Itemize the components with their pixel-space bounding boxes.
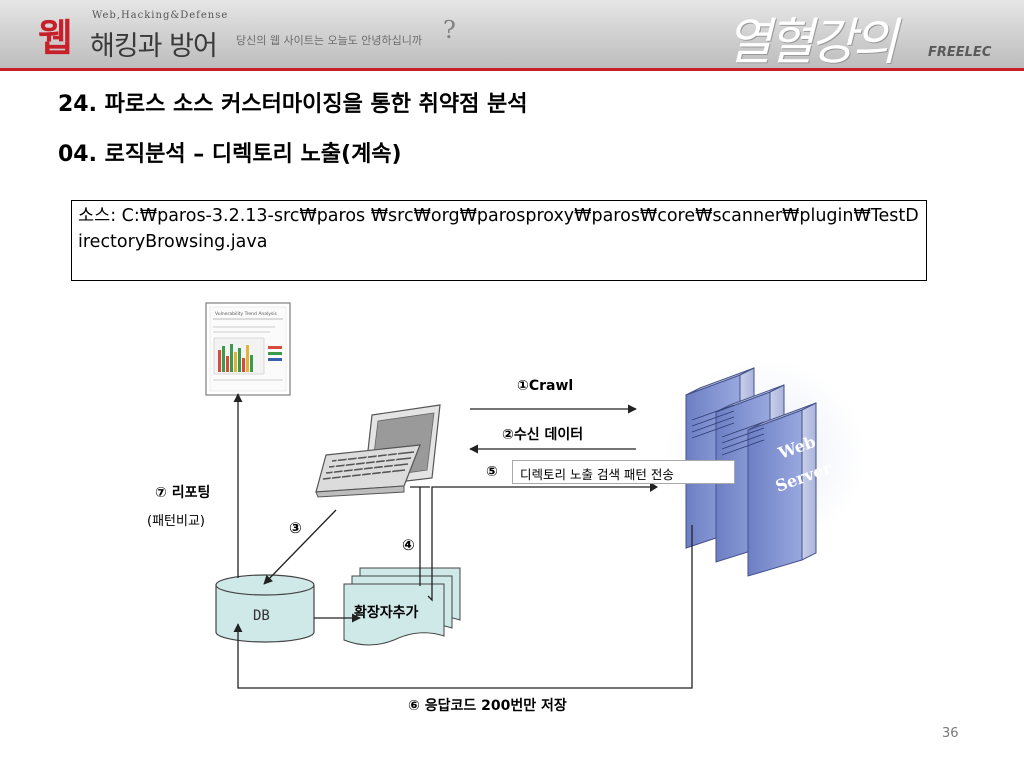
report-document-icon xyxy=(205,302,291,396)
logo-name: 해킹과 방어 xyxy=(90,31,218,62)
logo-subtitle: Web,Hacking&Defense xyxy=(92,10,229,21)
source-path: C:₩paros-3.2.13-src₩paros ₩src₩org₩paros… xyxy=(78,206,919,252)
source-path-box: 소스: C:₩paros-3.2.13-src₩paros ₩src₩org₩p… xyxy=(71,200,927,281)
arrow-save xyxy=(233,525,693,689)
arrow-step3 xyxy=(263,509,337,585)
label-step3: ③ xyxy=(289,519,302,537)
label-save-200: ⑥ 응답코드 200번만 저장 xyxy=(408,698,567,714)
laptop-icon xyxy=(315,404,441,498)
pattern-send-box xyxy=(512,460,735,484)
source-label: 소스: xyxy=(78,206,122,226)
flow-arrows xyxy=(233,393,693,689)
report-heading: Vulnerability Trend Analysis xyxy=(215,311,278,317)
arrow-step5-path xyxy=(427,486,650,602)
page-number: 36 xyxy=(942,726,959,741)
label-receive-data: ②수신 데이터 xyxy=(502,427,584,443)
slide-subtitle: 04. 로직분석 – 디렉토리 노출(계속) xyxy=(58,142,402,167)
label-crawl: ①Crawl xyxy=(517,378,574,394)
brush-title: 열혈강의 xyxy=(726,13,898,71)
arrow-step5-head xyxy=(650,482,658,492)
web-server-icon xyxy=(665,360,865,577)
label-pattern-compare: (패턴비교) xyxy=(147,514,205,529)
publisher-logo: FREELEC xyxy=(928,45,992,60)
logo-web: 웹 xyxy=(38,16,73,60)
stacked-documents-icon xyxy=(343,567,461,646)
label-reporting: ⑦ 리포팅 xyxy=(155,485,211,501)
banner-rule xyxy=(0,68,1024,71)
label-step4: ④ xyxy=(402,536,415,554)
header-banner: 웹 Web,Hacking&Defense 해킹과 방어 당신의 웹 사이트는 … xyxy=(0,0,1024,71)
logo-tagline: 당신의 웹 사이트는 오늘도 안녕하십니까 xyxy=(236,34,423,47)
slide-title: 24. 파로스 소스 커스터마이징을 통한 취약점 분석 xyxy=(58,92,528,117)
label-step5: ⑤ xyxy=(486,464,498,480)
label-add-extension: 확장자추가 xyxy=(354,605,419,621)
tagline-question-mark: ? xyxy=(443,16,456,44)
label-pattern-send: 디렉토리 노출 검색 패턴 전송 xyxy=(520,467,674,482)
label-db: DB xyxy=(253,608,270,624)
